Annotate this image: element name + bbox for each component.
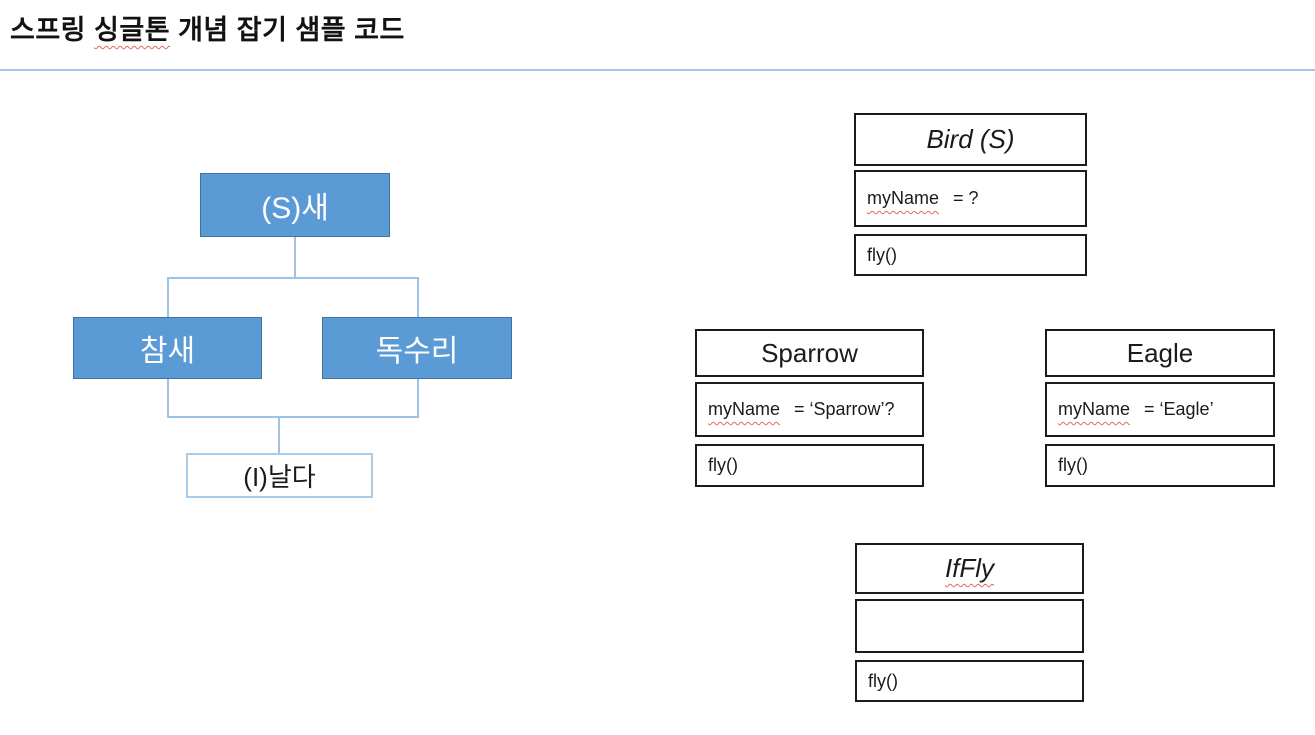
connector-root-vertical bbox=[294, 237, 296, 277]
class-iffly-empty-attribute-box bbox=[855, 599, 1084, 653]
class-bird-attr-name: myName bbox=[867, 188, 940, 208]
class-bird-attr-value: = ? bbox=[953, 188, 979, 208]
class-eagle-method-box: fly() bbox=[1045, 444, 1275, 487]
title-divider-line bbox=[0, 69, 1315, 71]
class-box-iffly: IfFly fly() bbox=[855, 543, 1084, 702]
connector-interface-vertical bbox=[278, 418, 280, 453]
class-bird-title-box: Bird (S) bbox=[854, 113, 1087, 166]
hierarchy-node-superclass-label: (S)새 bbox=[261, 192, 329, 225]
class-iffly-title-box: IfFly bbox=[855, 543, 1084, 594]
connector-bottom-horizontal bbox=[167, 416, 419, 418]
page-title-part1: 스프링 bbox=[10, 15, 95, 45]
hierarchy-node-sparrow: 참새 bbox=[73, 317, 262, 379]
class-iffly-method-box: fly() bbox=[855, 660, 1084, 702]
class-eagle-attr-name: myName bbox=[1058, 399, 1131, 419]
class-sparrow-title-box: Sparrow bbox=[695, 329, 924, 377]
class-sparrow-attribute-box: myName = ‘Sparrow’? bbox=[695, 382, 924, 437]
class-sparrow-method-box: fly() bbox=[695, 444, 924, 487]
connector-left-child-lower-vertical bbox=[167, 379, 169, 416]
class-sparrow-title: Sparrow bbox=[761, 337, 858, 368]
connector-left-child-vertical bbox=[167, 279, 169, 317]
class-sparrow-method: fly() bbox=[708, 455, 738, 475]
page-title-part2: 개념 잡기 샘플 코드 bbox=[170, 15, 405, 45]
class-eagle-title-box: Eagle bbox=[1045, 329, 1275, 377]
class-iffly-method: fly() bbox=[868, 670, 898, 691]
class-bird-title: Bird (S) bbox=[926, 124, 1015, 154]
class-iffly-title: IfFly bbox=[944, 553, 995, 583]
class-sparrow-attr-value: = ‘Sparrow’? bbox=[794, 399, 895, 419]
class-eagle-attr-value: = ‘Eagle’ bbox=[1144, 399, 1214, 419]
class-box-bird: Bird (S) myName = ? fly() bbox=[854, 113, 1087, 276]
connector-top-horizontal bbox=[167, 277, 419, 279]
connector-right-child-vertical bbox=[417, 279, 419, 317]
class-eagle-method: fly() bbox=[1058, 455, 1088, 475]
hierarchy-node-interface-label: (I)날다 bbox=[243, 462, 316, 492]
class-eagle-title: Eagle bbox=[1126, 337, 1194, 368]
hierarchy-node-eagle: 독수리 bbox=[322, 317, 512, 379]
class-bird-attribute-box: myName = ? bbox=[854, 170, 1087, 227]
class-bird-method-box: fly() bbox=[854, 234, 1087, 276]
class-box-sparrow: Sparrow myName = ‘Sparrow’? fly() bbox=[695, 329, 924, 487]
page-title: 스프링 싱글톤 개념 잡기 샘플 코드 bbox=[10, 8, 405, 47]
hierarchy-node-eagle-label: 독수리 bbox=[375, 335, 459, 368]
class-sparrow-attr-name: myName bbox=[708, 399, 781, 419]
hierarchy-node-sparrow-label: 참새 bbox=[139, 335, 196, 368]
class-eagle-attribute-box: myName = ‘Eagle’ bbox=[1045, 382, 1275, 437]
class-box-eagle: Eagle myName = ‘Eagle’ fly() bbox=[1045, 329, 1275, 487]
class-bird-method: fly() bbox=[867, 244, 897, 265]
hierarchy-node-superclass-bird: (S)새 bbox=[200, 173, 390, 237]
connector-right-child-lower-vertical bbox=[417, 379, 419, 416]
hierarchy-node-interface-fly: (I)날다 bbox=[186, 453, 373, 498]
page-title-misspelled-word: 싱글톤 bbox=[94, 15, 171, 45]
